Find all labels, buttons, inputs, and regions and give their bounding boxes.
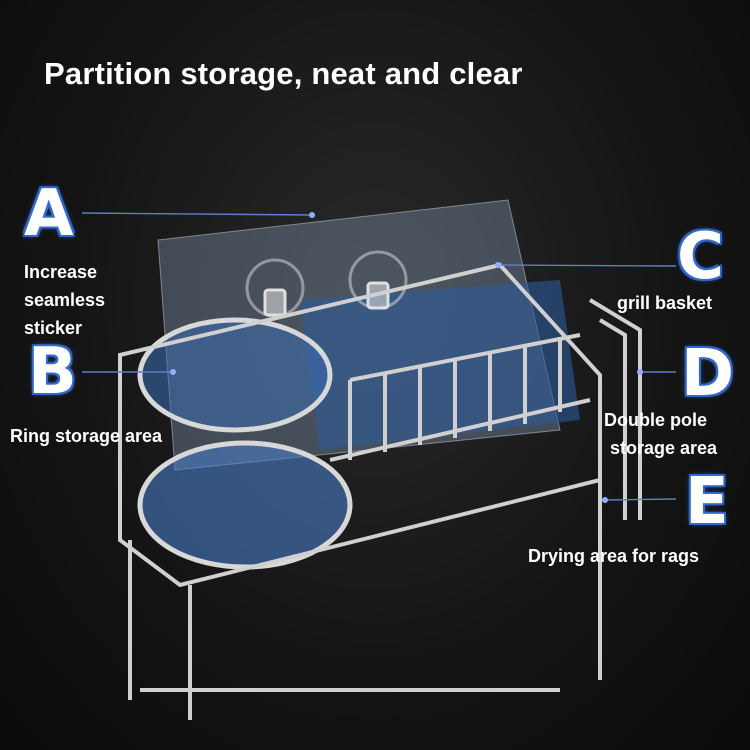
callout-lines [81, 212, 677, 501]
callout-label-d: Double pole storage area [604, 406, 717, 462]
callout-letter-d: D [681, 337, 735, 411]
callout-letter-c: C [677, 220, 724, 294]
callout-label-a: Increase seamless sticker [24, 258, 105, 342]
callout-letter-a: A [24, 177, 74, 251]
blue-back-panel [300, 280, 580, 450]
callout-label-a-line3: sticker [24, 318, 83, 338]
wire-basket [118, 262, 642, 720]
ring-holder-upper [137, 317, 333, 433]
callout-label-a-line2: seamless [24, 290, 106, 310]
headline: Partition storage, neat and clear [44, 56, 523, 91]
callout-label-c: grill basket [617, 293, 713, 313]
callout-letter-e: E [685, 465, 729, 539]
callout-label-e: Drying area for rags [528, 546, 700, 566]
sticker-hook-left [245, 258, 305, 318]
callout-label-b: Ring storage area [10, 426, 163, 446]
callout-dots [170, 212, 643, 503]
callout-label-d-line1: Double pole [604, 410, 707, 430]
callout-label-d-line2: storage area [610, 438, 718, 458]
callout-label-a-line1: Increase [24, 262, 98, 282]
callout-letter-b: B [28, 335, 77, 409]
